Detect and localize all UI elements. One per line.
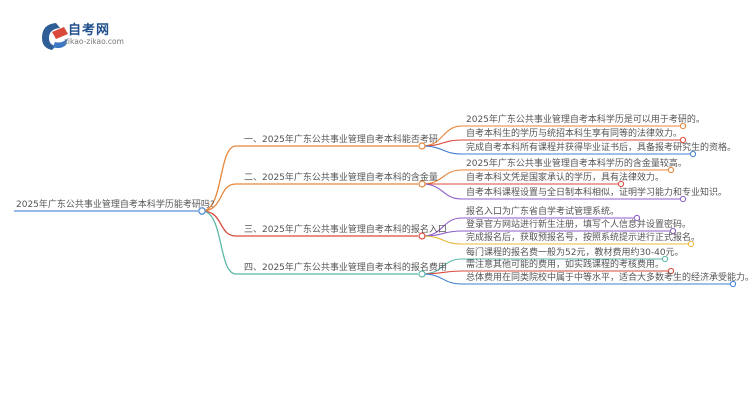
leaf-end-dot [669,227,677,235]
branch-end-dot [418,270,426,278]
leaf-end-dot [679,195,687,203]
leaf-topic: 自考本科课程设置与全日制本科相似，证明学习能力和专业知识。 [466,188,728,198]
root-topic: 2025年广东公共事业管理自考本科学历能考研吗? [16,200,215,210]
leaf-end-dot [667,166,675,174]
logo-title: 自考网 [68,23,111,38]
logo [38,18,148,52]
leaf-topic: 自考本科文凭是国家承认的学历，具有法律效力。 [466,173,665,183]
leaf-end-dot [689,150,697,158]
leaf-topic: 报名入口为广东省自学考试管理系统。 [466,207,620,217]
branch-connector [201,145,237,212]
logo-emblem-icon [42,23,68,50]
leaf-end-dot [679,122,687,130]
branch-end-dot [418,180,426,188]
leaf-end-dot [661,255,669,263]
logo-url: zikao-zikao.com [64,37,124,46]
leaf-end-dot [729,280,737,288]
branch-connector [201,183,237,212]
leaf-connector [421,145,463,155]
leaf-topic: 完成自考本科所有课程并获得毕业证书后，具备报考研究生的资格。 [466,143,737,153]
leaf-end-dot [617,180,625,188]
leaf-topic: 每门课程的报名费一般为52元，教材费用约30-40元。 [466,248,684,258]
leaf-end-dot [633,214,641,222]
leaf-topic: 2025年广东公共事业管理自考本科学历的含金量较高。 [466,159,687,169]
branch-topic: 四、2025年广东公共事业管理自考本科的报名费用 [244,263,447,273]
branch-connector [201,210,237,237]
leaf-topic: 总体费用在同类院校中属于中等水平，适合大多数考生的经济承受能力。 [466,273,750,283]
leaf-connector [421,273,463,285]
root-end-dot [198,207,206,215]
leaf-end-dot [687,240,695,248]
branch-connector [201,210,237,275]
leaf-topic: 2025年广东公共事业管理自考本科学历是可以用于考研的。 [466,115,705,125]
leaf-connector [421,235,463,245]
branch-end-dot [418,142,426,150]
leaf-topic: 自考本科生的学历与统招本科生享有同等的法律效力。 [466,129,683,139]
branch-topic: 二、2025年广东公共事业管理自考本科的含金量 [244,173,438,183]
leaf-topic: 完成报名后，获取预报名号，按照系统提示进行正式报名。 [466,233,701,243]
leaf-end-dot [679,136,687,144]
leaf-topic: 登录官方网站进行新生注册，填写个人信息并设置密码。 [466,220,692,230]
branch-end-dot [418,232,426,240]
leaf-connector [421,183,463,200]
leaf-end-dot [667,267,675,275]
branch-topic: 三、2025年广东公共事业管理自考本科的报名入口 [244,225,447,235]
leaf-topic: 需注意其他可能的费用，如实践课程的考核费用。 [466,260,665,270]
branch-topic: 一、2025年广东公共事业管理自考本科能否考研 [244,135,438,145]
